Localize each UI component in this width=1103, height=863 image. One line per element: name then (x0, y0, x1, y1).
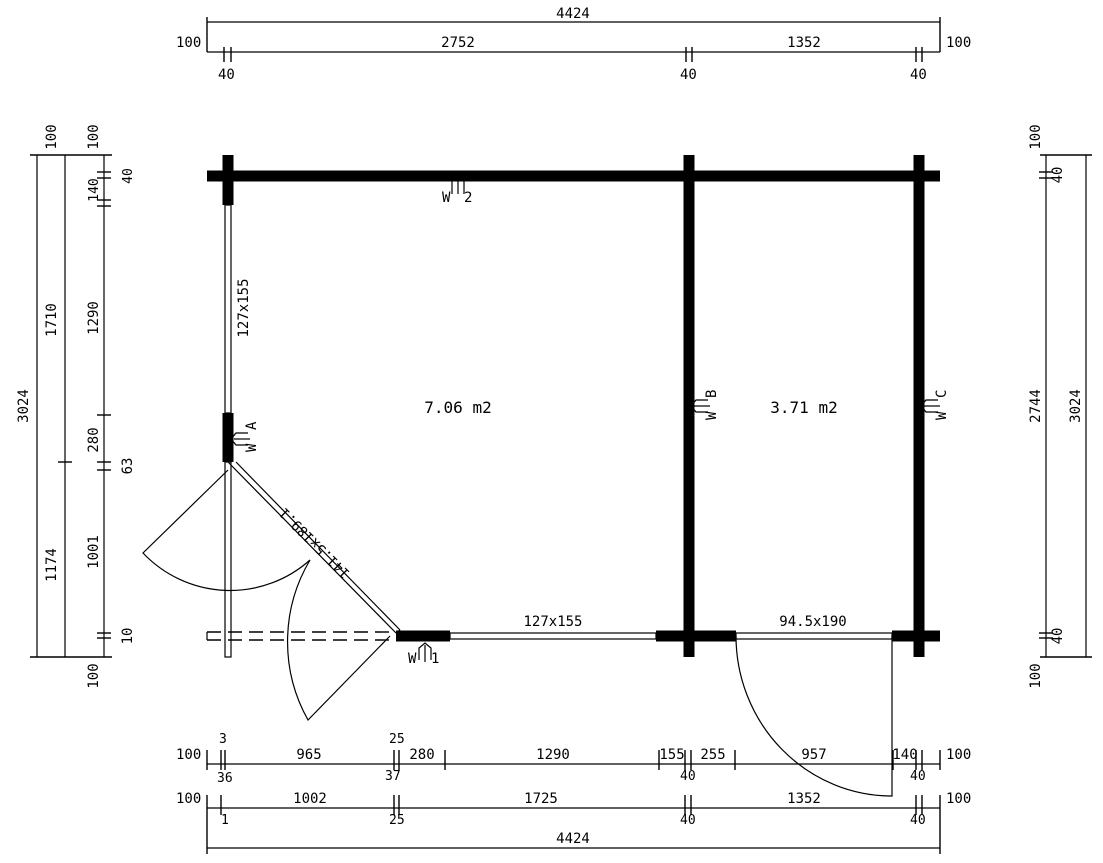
top-post-left-dim: 40 (218, 67, 235, 83)
left-dimension-block: 3024 1710 1174 100 100 40 140 1290 280 6… (16, 124, 136, 688)
top-post-right-dim: 40 (910, 67, 927, 83)
left-w140-dim: 140 (87, 178, 102, 201)
left-w280-dim: 280 (86, 427, 102, 452)
bottom-r1-g: 255 (700, 747, 725, 763)
door-diagonal-label: 141.5x189.1 (277, 504, 354, 581)
bottom-r1-c: 25 (389, 732, 405, 747)
wall-marker-w2: W 2 (442, 175, 472, 206)
bottom-r3-b: 1725 (524, 791, 558, 807)
left-bottom-margin-dim: 100 (86, 663, 102, 688)
bottom-r3-a: 1002 (293, 791, 327, 807)
bottom-r4-a: 1 (221, 813, 229, 828)
bottom-r1-h: 957 (801, 747, 826, 763)
corner-door-assembly (142, 461, 401, 721)
right-bottom-post-dim: 40 (1050, 628, 1066, 645)
svg-text:1: 1 (431, 651, 439, 667)
svg-text:2: 2 (464, 190, 472, 206)
svg-text:A: A (244, 421, 260, 430)
bottom-r1-f: 155 (659, 747, 684, 763)
bottom-r4-d: 40 (910, 813, 926, 828)
bottom-r1-d: 280 (409, 747, 434, 763)
left-w1290-dim: 1290 (86, 301, 102, 335)
left-top-margin-b-dim: 100 (86, 124, 102, 149)
right-inner-dim: 2744 (1028, 389, 1044, 423)
wall-label-wb: W (704, 411, 720, 420)
right-dimension-block: 3024 2744 100 40 40 100 (1028, 124, 1092, 689)
bottom-r2-b: 37 (385, 769, 401, 784)
wall-marker-wb: W B (690, 390, 720, 420)
left-top-margin-a-dim: 100 (44, 124, 60, 149)
top-post-mid-dim: 40 (680, 67, 697, 83)
top-left-margin-dim: 100 (176, 35, 201, 51)
wall-label-w2: W (442, 190, 451, 206)
door-right-label: 94.5x190 (779, 614, 846, 630)
room-left-area: 7.06 m2 (424, 398, 491, 417)
plan-walls (207, 155, 940, 657)
right-top-margin-dim: 100 (1028, 124, 1044, 149)
wall-label-wc: W (934, 411, 950, 420)
top-seg-b-dim: 1352 (787, 35, 821, 51)
bottom-r2-c: 40 (680, 769, 696, 784)
bottom-r1-e: 1290 (536, 747, 570, 763)
left-w10-dim: 10 (120, 628, 136, 645)
right-overall-dim: 3024 (1068, 389, 1084, 423)
top-seg-a-dim: 2752 (441, 35, 475, 51)
bottom-r3-right-margin: 100 (946, 791, 971, 807)
wall-label-wa: W (244, 443, 260, 452)
bottom-r4-c: 40 (680, 813, 696, 828)
wall-marker-w1: W 1 (408, 642, 439, 667)
room-right-area: 3.71 m2 (770, 398, 837, 417)
left-w1001-dim: 1001 (86, 535, 102, 569)
left-seg-lower-dim: 1174 (44, 548, 60, 582)
left-seg-upper-dim: 1710 (44, 303, 60, 337)
bottom-r1-left-margin: 100 (176, 747, 201, 763)
window-bottom-label: 127x155 (523, 614, 582, 630)
bottom-r1-right-margin: 100 (946, 747, 971, 763)
wall-label-w1: W (408, 651, 417, 667)
wall-marker-wa: W A (230, 421, 260, 452)
right-top-post-dim: 40 (1050, 167, 1066, 184)
window-left-label: 127x155 (236, 278, 252, 337)
left-w63-dim: 63 (120, 458, 136, 475)
bottom-r1-a: 3 (219, 732, 227, 747)
bottom-r3-c: 1352 (787, 791, 821, 807)
bottom-r4-b: 25 (389, 813, 405, 828)
bottom-r1-b: 965 (296, 747, 321, 763)
wall-marker-wc: W C (920, 390, 950, 420)
top-overall-dim: 4424 (556, 6, 590, 22)
right-door-assembly (735, 635, 893, 797)
top-dimension-block: 4424 100 100 2752 1352 40 40 40 (176, 6, 971, 83)
left-overall-dim: 3024 (16, 389, 32, 423)
bottom-r1-i: 140 (892, 747, 917, 763)
bottom-r3-left-margin: 100 (176, 791, 201, 807)
right-bottom-margin-dim: 100 (1028, 663, 1044, 688)
plan-windows (224, 204, 893, 640)
svg-text:B: B (704, 390, 720, 398)
left-w40-dim: 40 (121, 168, 136, 184)
bottom-r2-a: 36 (217, 771, 233, 786)
bottom-overall-dim: 4424 (556, 831, 590, 847)
svg-text:C: C (934, 390, 950, 398)
top-right-margin-dim: 100 (946, 35, 971, 51)
bottom-dimension-block: 100 100 3 965 25 280 1290 155 255 957 14… (176, 732, 971, 854)
bottom-r2-d: 40 (910, 769, 926, 784)
